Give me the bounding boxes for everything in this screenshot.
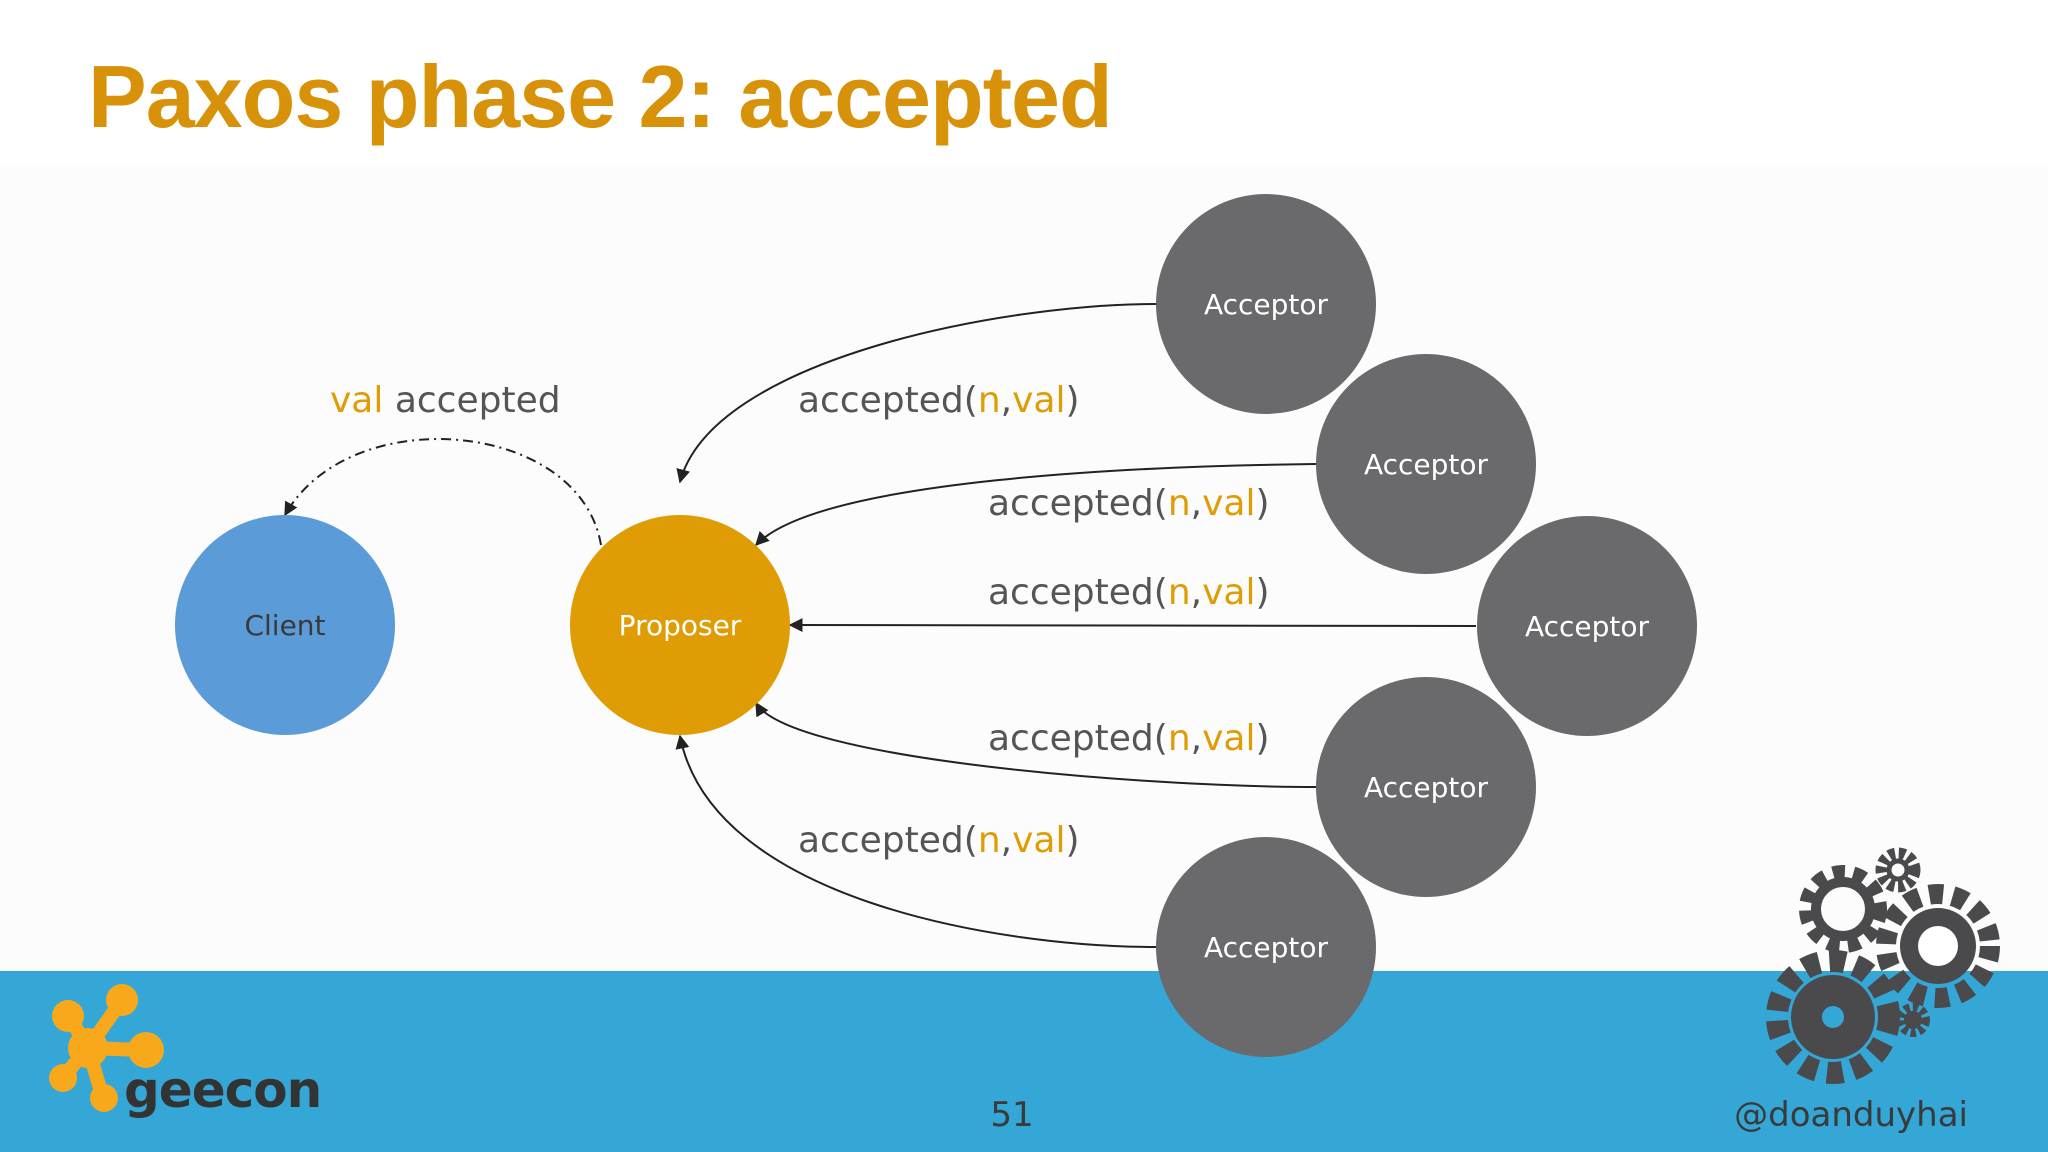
message-fn: accepted( bbox=[798, 820, 978, 861]
edge-acceptor-3-to-proposer bbox=[788, 618, 1477, 633]
acceptor-label: Acceptor bbox=[1364, 448, 1489, 481]
message-sep: , bbox=[1191, 718, 1202, 759]
acceptor-node: Acceptor bbox=[1156, 837, 1376, 1057]
edge-acceptor-4-to-proposer bbox=[755, 701, 1317, 788]
message-fn: accepted( bbox=[798, 380, 978, 421]
message-label: accepted(n,val) bbox=[988, 483, 1270, 524]
solid-gear-icon bbox=[1876, 884, 2000, 1008]
client-message-text: accepted bbox=[383, 380, 560, 421]
message-val: val bbox=[1202, 718, 1255, 759]
client-node: Client bbox=[175, 515, 395, 735]
geecon-molecule-icon bbox=[49, 984, 164, 1112]
page-number: 51 bbox=[990, 1095, 1033, 1135]
edge-proposer-to-client bbox=[284, 438, 602, 546]
message-val: val bbox=[1202, 483, 1255, 524]
acceptor-node: Acceptor bbox=[1316, 677, 1536, 897]
message-n: n bbox=[978, 820, 1001, 861]
tiny-gear-icon bbox=[1896, 1003, 1930, 1037]
message-n: n bbox=[1168, 718, 1191, 759]
message-close: ) bbox=[1255, 572, 1269, 613]
message-label: accepted(n,val) bbox=[798, 380, 1080, 421]
edge-acceptor-5-to-proposer bbox=[675, 734, 1157, 948]
acceptor-label: Acceptor bbox=[1525, 610, 1650, 643]
client-message-label: val accepted bbox=[330, 380, 561, 421]
geecon-logo-text: geecon bbox=[124, 1061, 321, 1119]
slide-title: Paxos phase 2: accepted bbox=[88, 47, 1113, 146]
message-sep: , bbox=[1001, 820, 1012, 861]
edge-acceptor-1-to-proposer bbox=[676, 303, 1157, 484]
message-label: accepted(n,val) bbox=[988, 718, 1270, 759]
proposer-node: Proposer bbox=[570, 515, 790, 735]
large-gear-icon bbox=[1766, 950, 1900, 1084]
message-close: ) bbox=[1255, 483, 1269, 524]
geecon-logo: geecon bbox=[49, 984, 322, 1119]
edge-acceptor-2-to-proposer bbox=[755, 463, 1317, 547]
message-sep: , bbox=[1191, 572, 1202, 613]
outline-gear-icon bbox=[1799, 865, 1887, 953]
acceptor-label: Acceptor bbox=[1204, 288, 1329, 321]
message-fn: accepted( bbox=[988, 572, 1168, 613]
acceptor-node: Acceptor bbox=[1316, 354, 1536, 574]
message-fn: accepted( bbox=[988, 718, 1168, 759]
acceptor-label: Acceptor bbox=[1204, 931, 1329, 964]
message-val: val bbox=[1012, 820, 1065, 861]
message-n: n bbox=[1168, 572, 1191, 613]
acceptor-node: Acceptor bbox=[1477, 516, 1697, 736]
acceptor-label: Acceptor bbox=[1364, 771, 1489, 804]
message-n: n bbox=[1168, 483, 1191, 524]
message-val: val bbox=[1012, 380, 1065, 421]
message-close: ) bbox=[1255, 718, 1269, 759]
message-close: ) bbox=[1065, 380, 1079, 421]
message-val: val bbox=[1202, 572, 1255, 613]
author-handle: @doanduyhai bbox=[1734, 1095, 1968, 1135]
message-label: accepted(n,val) bbox=[798, 820, 1080, 861]
message-close: ) bbox=[1065, 820, 1079, 861]
message-fn: accepted( bbox=[988, 483, 1168, 524]
message-label: accepted(n,val) bbox=[988, 572, 1270, 613]
message-sep: , bbox=[1001, 380, 1012, 421]
acceptor-node: Acceptor bbox=[1156, 194, 1376, 414]
message-n: n bbox=[978, 380, 1001, 421]
small-gear-icon bbox=[1875, 847, 1921, 893]
proposer-label: Proposer bbox=[619, 609, 742, 642]
client-message-value: val bbox=[330, 380, 383, 421]
gears-icon bbox=[1766, 847, 2000, 1084]
footer-band bbox=[0, 971, 2048, 1152]
client-label: Client bbox=[244, 609, 325, 642]
message-sep: , bbox=[1191, 483, 1202, 524]
